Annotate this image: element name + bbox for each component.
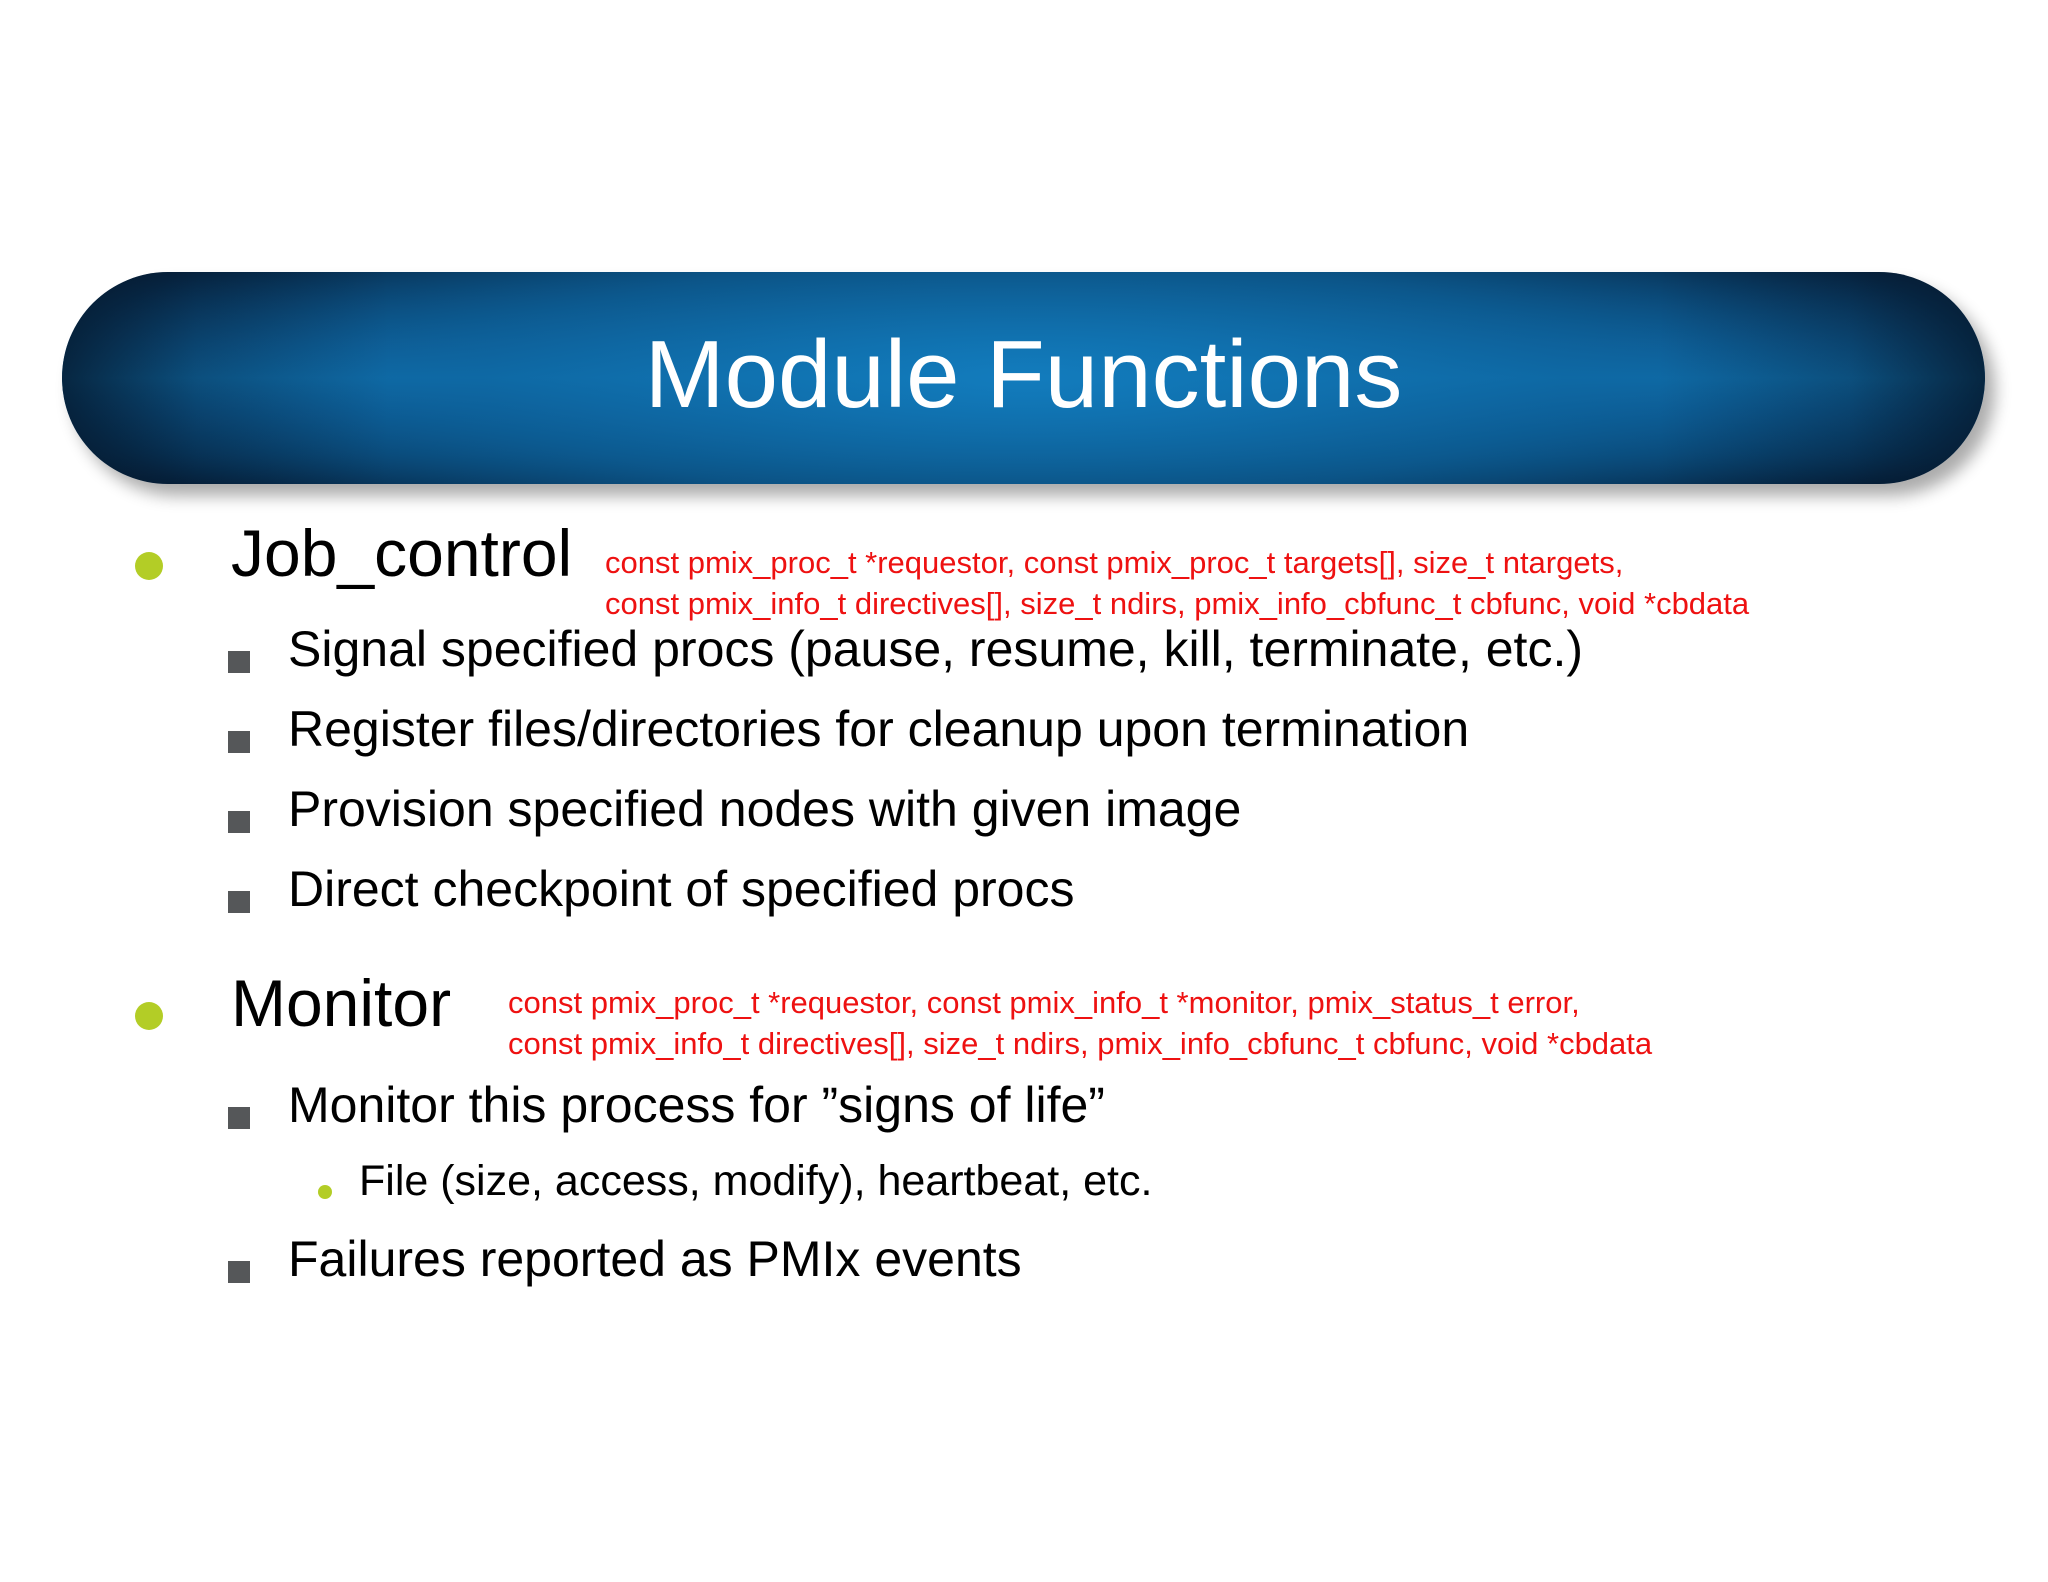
list-item: Signal specified procs (pause, resume, k… xyxy=(0,624,2048,704)
list-item: Provision specified nodes with given ima… xyxy=(0,784,2048,864)
section-heading-monitor: Monitor xyxy=(231,966,452,1040)
code-signature-line: const pmix_proc_t *requestor, const pmix… xyxy=(605,545,1624,580)
list-item-label: Signal specified procs (pause, resume, k… xyxy=(288,621,1583,677)
gray-square-bullet-icon xyxy=(228,1107,250,1129)
code-signature-line: const pmix_info_t directives[], size_t n… xyxy=(605,586,1750,622)
bullet-level1-job-control: Job_control xyxy=(0,520,2048,616)
green-dot-bullet-icon xyxy=(318,1185,332,1199)
bullet-level1-monitor: Monitor xyxy=(0,970,2048,1066)
gray-square-bullet-icon xyxy=(228,891,250,913)
green-circle-bullet-icon xyxy=(135,552,163,580)
list-item: File (size, access, modify), heartbeat, … xyxy=(0,1160,2048,1234)
gray-square-bullet-icon xyxy=(228,731,250,753)
slide-body: Job_control const pmix_proc_t *requestor… xyxy=(0,520,2048,1314)
list-item-label: Register files/directories for cleanup u… xyxy=(288,701,1470,757)
section-job-control: Job_control const pmix_proc_t *requestor… xyxy=(0,520,2048,621)
page-title: Module Functions xyxy=(644,321,1403,428)
title-banner: Module Functions xyxy=(62,272,1985,484)
list-item-label: Provision specified nodes with given ima… xyxy=(288,781,1242,837)
code-signature-monitor: const pmix_proc_t *requestor, const pmix… xyxy=(508,982,1652,1064)
list-item: Failures reported as PMIx events xyxy=(0,1234,2048,1314)
gray-square-bullet-icon xyxy=(228,811,250,833)
list-item-label: Failures reported as PMIx events xyxy=(288,1231,1022,1287)
list-item: Monitor this process for ”signs of life” xyxy=(0,1080,2048,1160)
list-item-label: File (size, access, modify), heartbeat, … xyxy=(359,1157,1153,1205)
list-item-label: Monitor this process for ”signs of life” xyxy=(288,1077,1105,1133)
list-item: Direct checkpoint of specified procs xyxy=(0,864,2048,944)
green-circle-bullet-icon xyxy=(135,1002,163,1030)
section-monitor: Monitor const pmix_proc_t *requestor, co… xyxy=(0,970,2048,1066)
gray-square-bullet-icon xyxy=(228,1261,250,1283)
section-heading-job-control: Job_control xyxy=(231,516,573,590)
list-item-label: Direct checkpoint of specified procs xyxy=(288,861,1075,917)
code-signature-line: const pmix_info_t directives[], size_t n… xyxy=(508,1026,1653,1062)
list-item: Register files/directories for cleanup u… xyxy=(0,704,2048,784)
code-signature-line: const pmix_proc_t *requestor, const pmix… xyxy=(508,985,1580,1020)
code-signature-job-control: const pmix_proc_t *requestor, const pmix… xyxy=(605,542,1749,624)
gray-square-bullet-icon xyxy=(228,651,250,673)
